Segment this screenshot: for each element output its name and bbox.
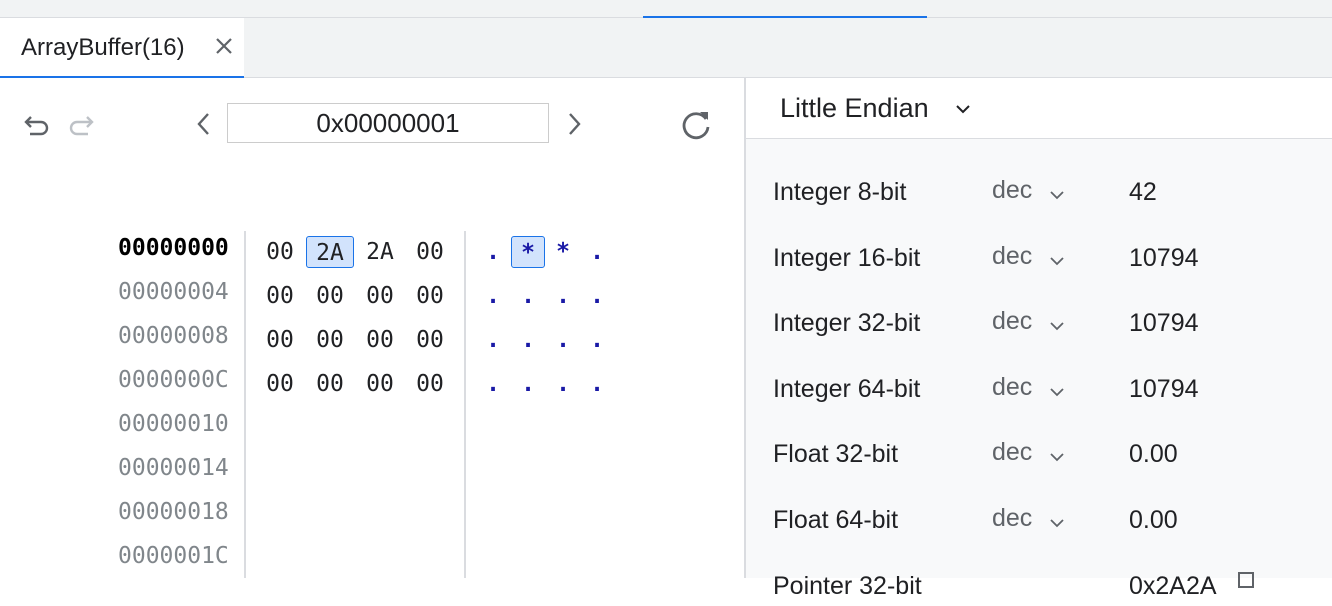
char-cell[interactable]: * [556, 239, 570, 265]
char-cell[interactable]: . [590, 239, 604, 265]
chevron-down-icon[interactable] [1048, 383, 1066, 401]
char-cell[interactable]: . [486, 371, 500, 397]
value-text: 0.00 [1129, 440, 1178, 468]
tab-label: ArrayBuffer(16) [21, 34, 185, 61]
value-type-label: Integer 16-bit [773, 244, 921, 272]
linear-memory-viewer: 0x00000001 00000000 00000004 00000008 00… [0, 78, 744, 578]
active-tab-indicator [643, 16, 927, 18]
char-cell[interactable]: . [590, 283, 604, 309]
value-row: Float 32-bit dec 0.00 [746, 434, 1332, 474]
chevron-down-icon[interactable] [1048, 514, 1066, 532]
value-type-label: Float 32-bit [773, 440, 899, 468]
offset-label: 00000000 [118, 235, 229, 261]
offset-label: 00000008 [118, 323, 229, 349]
undo-icon[interactable] [22, 111, 52, 141]
offset-label: 0000000C [118, 367, 229, 393]
char-cell[interactable]: . [486, 283, 500, 309]
value-row: Pointer 32-bit 0x2A2A [746, 566, 1332, 606]
value-mode-select[interactable]: dec [992, 438, 1033, 466]
byte-cell[interactable]: 00 [416, 239, 444, 265]
top-tabstrip [0, 0, 1332, 18]
value-mode-select[interactable]: dec [992, 242, 1033, 270]
endianness-select[interactable]: Little Endian [780, 93, 929, 123]
offset-label: 00000018 [118, 499, 229, 525]
offset-label: 00000004 [118, 279, 229, 305]
byte-cell[interactable]: 2A [366, 239, 394, 265]
char-cell[interactable]: . [486, 239, 500, 265]
value-row: Integer 64-bit dec 10794 [746, 369, 1332, 409]
copy-icon[interactable] [1236, 570, 1258, 592]
byte-cell[interactable]: 00 [266, 283, 294, 309]
chevron-down-icon[interactable] [1048, 252, 1066, 270]
byte-cell[interactable]: 00 [366, 283, 394, 309]
char-cell[interactable]: . [556, 327, 570, 353]
tab-bar: ArrayBuffer(16) [0, 18, 1332, 78]
inspector-header: Little Endian [746, 78, 1332, 139]
value-mode-select[interactable]: dec [992, 176, 1033, 204]
value-row: Float 64-bit dec 0.00 [746, 500, 1332, 540]
byte-cell[interactable]: 00 [416, 371, 444, 397]
value-type-label: Integer 64-bit [773, 375, 921, 403]
value-inspector: Little Endian Integer 8-bit dec 42 Integ… [746, 78, 1332, 600]
byte-cell[interactable]: 00 [316, 283, 344, 309]
byte-cell[interactable]: 00 [416, 283, 444, 309]
value-type-label: Float 64-bit [773, 506, 899, 534]
chevron-right-icon[interactable] [558, 109, 588, 139]
chevron-down-icon[interactable] [1048, 448, 1066, 466]
tab-underline [0, 76, 244, 78]
char-cell[interactable]: . [521, 371, 535, 397]
byte-cell-selected[interactable]: 2A [306, 236, 354, 268]
char-cell[interactable]: . [590, 327, 604, 353]
value-text: 10794 [1129, 309, 1199, 337]
offset-label: 00000014 [118, 455, 229, 481]
char-cell[interactable]: . [590, 371, 604, 397]
byte-cell[interactable]: 00 [366, 371, 394, 397]
byte-cell[interactable]: 00 [416, 327, 444, 353]
value-text: 42 [1129, 178, 1157, 206]
chevron-left-icon[interactable] [190, 109, 220, 139]
close-icon[interactable] [212, 34, 236, 58]
pane-divider[interactable] [744, 78, 746, 578]
char-cell[interactable]: . [556, 371, 570, 397]
char-cell[interactable]: . [556, 283, 570, 309]
value-mode-select[interactable]: dec [992, 307, 1033, 335]
value-text[interactable]: 0x2A2A [1129, 572, 1217, 600]
value-text: 10794 [1129, 244, 1199, 272]
byte-cell[interactable]: 00 [316, 371, 344, 397]
tab-arraybuffer[interactable]: ArrayBuffer(16) [0, 18, 244, 78]
offset-label: 00000010 [118, 411, 229, 437]
column-divider [464, 231, 466, 578]
address-input[interactable]: 0x00000001 [227, 103, 549, 143]
value-type-label: Integer 32-bit [773, 309, 921, 337]
chevron-down-icon[interactable] [1048, 186, 1066, 204]
byte-cell[interactable]: 00 [266, 371, 294, 397]
byte-cell[interactable]: 00 [366, 327, 394, 353]
value-text: 10794 [1129, 375, 1199, 403]
value-row: Integer 16-bit dec 10794 [746, 238, 1332, 278]
char-cell[interactable]: . [486, 327, 500, 353]
chevron-down-icon[interactable] [954, 100, 972, 118]
char-cell-selected[interactable]: * [511, 236, 545, 268]
value-type-label: Integer 8-bit [773, 178, 907, 206]
char-cell[interactable]: . [521, 283, 535, 309]
value-mode-select[interactable]: dec [992, 504, 1033, 532]
byte-cell[interactable]: 00 [266, 327, 294, 353]
column-divider [244, 231, 246, 578]
byte-cell[interactable]: 00 [316, 327, 344, 353]
value-type-label: Pointer 32-bit [773, 572, 922, 600]
byte-cell[interactable]: 00 [266, 239, 294, 265]
value-row: Integer 8-bit dec 42 [746, 172, 1332, 212]
chevron-down-icon[interactable] [1048, 317, 1066, 335]
redo-icon[interactable] [66, 111, 96, 141]
refresh-icon[interactable] [678, 107, 714, 143]
offset-label: 0000001C [118, 543, 229, 569]
char-cell[interactable]: . [521, 327, 535, 353]
value-row: Integer 32-bit dec 10794 [746, 303, 1332, 343]
value-mode-select[interactable]: dec [992, 373, 1033, 401]
value-text: 0.00 [1129, 506, 1178, 534]
